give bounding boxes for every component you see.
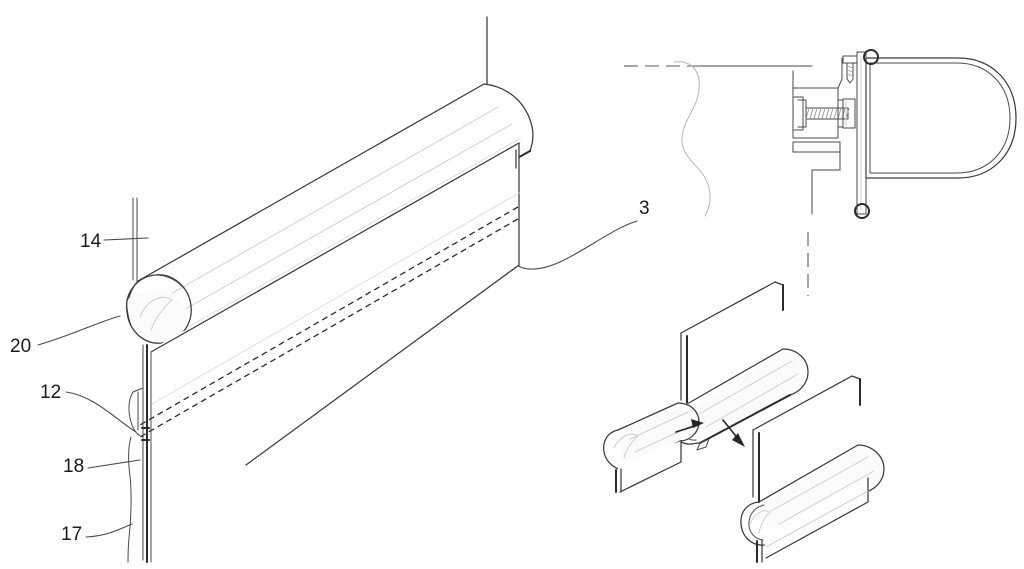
- bottom-hook-circle: [854, 203, 870, 219]
- end-cap-piece: [602, 402, 701, 493]
- main-assembly-view: 14 20 12 18 17 3: [10, 16, 650, 563]
- assembled-panel-top-right: [851, 375, 861, 380]
- end-cap-disc-outline: [125, 274, 192, 344]
- side-track-bracket-left: [128, 391, 144, 438]
- valance-piece-bead-hl1: [698, 360, 793, 415]
- side-track-bracket-top: [132, 387, 144, 393]
- ref-numeral-18: 18: [63, 456, 84, 477]
- assembled-skirt-bottom: [765, 501, 869, 559]
- assembled-endcap-swirl: [749, 510, 771, 534]
- assembled-bead-hl2: [778, 470, 875, 525]
- roller-tube-highlight-1: [154, 106, 499, 304]
- valance-piece-bead-bottom: [699, 394, 791, 444]
- bracket-lower-skirt: [811, 151, 841, 215]
- valance-piece-lip: [696, 438, 710, 451]
- assembled-valance-piece: [740, 375, 885, 563]
- ref-numeral-20: 20: [10, 336, 31, 357]
- ref-numeral-17: 17: [61, 524, 82, 545]
- exploded-assembly-view: [602, 281, 885, 563]
- assembled-bead-top: [758, 444, 859, 503]
- end-cap-piece-body-fill: [619, 403, 701, 468]
- leader-14: [103, 237, 149, 241]
- ref-numeral-3: 3: [639, 198, 650, 219]
- cross-section-detail-view: [624, 49, 1017, 296]
- leader-20: [37, 315, 121, 346]
- leader-17: [85, 523, 133, 538]
- end-cap-piece-hl1: [629, 411, 689, 440]
- valance-hidden-line-1: [139, 206, 519, 426]
- roller-tube-body-fill: [136, 84, 532, 343]
- reference-callouts: 14 20 12 18 17 3: [10, 198, 650, 545]
- end-cap-rim-top: [154, 274, 187, 292]
- end-cap-piece-swirl: [613, 433, 639, 459]
- side-track-outer-edge: [127, 436, 132, 563]
- upper-screw: [842, 55, 858, 84]
- bolt-washer: [837, 99, 844, 128]
- bolt-nut: [842, 98, 856, 129]
- ref-numeral-14: 14: [80, 231, 102, 252]
- break-line: [673, 61, 711, 217]
- side-track: [127, 344, 152, 563]
- valance-profile-outer: [865, 57, 1017, 179]
- valance-profile-inner: [869, 62, 1011, 174]
- roller-tube-right-cap: [483, 83, 534, 152]
- assembled-bead-fill: [762, 446, 885, 532]
- end-cap-piece-tail-fill: [618, 441, 681, 489]
- assembled-bead-hl1: [770, 456, 869, 512]
- screw-thread-hatch: [846, 65, 854, 77]
- bracket-lower-block: [792, 141, 841, 153]
- assembly-result-arrow: [722, 419, 745, 447]
- bracket-pocket-inner: [797, 99, 807, 128]
- leader-3: [517, 220, 638, 270]
- ref-numeral-12: 12: [40, 382, 61, 403]
- roller-tube-top-edge: [137, 83, 485, 282]
- valance-panel-lower-diagonal: [245, 264, 520, 466]
- insert-end-cap-arrow: [675, 419, 704, 433]
- valance-extrusion-profile: [854, 49, 1017, 219]
- valance-hidden-line-2: [139, 218, 519, 438]
- assembled-skirt-fill: [762, 478, 868, 556]
- roller-tube-highlight-3: [175, 137, 522, 335]
- end-cap-piece-top: [617, 402, 679, 431]
- mounting-bracket: [792, 57, 843, 215]
- end-cap-piece-tail-bottom: [619, 461, 682, 493]
- bracket-top-lip: [792, 57, 843, 89]
- threaded-bolt: [805, 98, 856, 129]
- valance-piece-bead-fill: [690, 351, 809, 434]
- valance-piece-panel-top: [680, 281, 776, 334]
- end-cap-swirl: [139, 296, 173, 331]
- valance-panel-fill: [150, 143, 519, 560]
- bracket-pocket-outer: [793, 96, 804, 131]
- screw-shank: [846, 62, 854, 84]
- valance-piece-bead-hl2: [705, 373, 799, 428]
- end-cap-piece-left-cap: [602, 429, 626, 471]
- assembled-panel-top: [752, 375, 853, 431]
- assembled-bead-right-cap: [857, 444, 885, 493]
- valance-panel: [139, 142, 520, 560]
- valance-piece-panel-top-right: [774, 281, 784, 286]
- result-arrow-head: [732, 433, 745, 447]
- top-hook-circle: [863, 49, 879, 65]
- bolt-shank: [805, 107, 849, 120]
- valance-panel-highlight: [151, 192, 520, 405]
- valance-piece-bead-top: [686, 348, 784, 405]
- leader-18: [87, 459, 141, 469]
- assembled-endcap-inner: [748, 504, 768, 541]
- roller-tube-highlight-2: [165, 123, 513, 321]
- assembled-panel-fill: [753, 376, 860, 455]
- valance-panel-top-edge: [150, 142, 520, 353]
- assembled-skirt-hl: [765, 490, 869, 548]
- leader-12: [65, 391, 137, 433]
- valance-piece-panel-fill: [681, 282, 783, 358]
- insert-arrow-head: [691, 419, 704, 428]
- screw-head: [842, 55, 858, 64]
- valance-mount-plate: [856, 51, 867, 215]
- valance-piece-bead-right-cap: [782, 348, 809, 396]
